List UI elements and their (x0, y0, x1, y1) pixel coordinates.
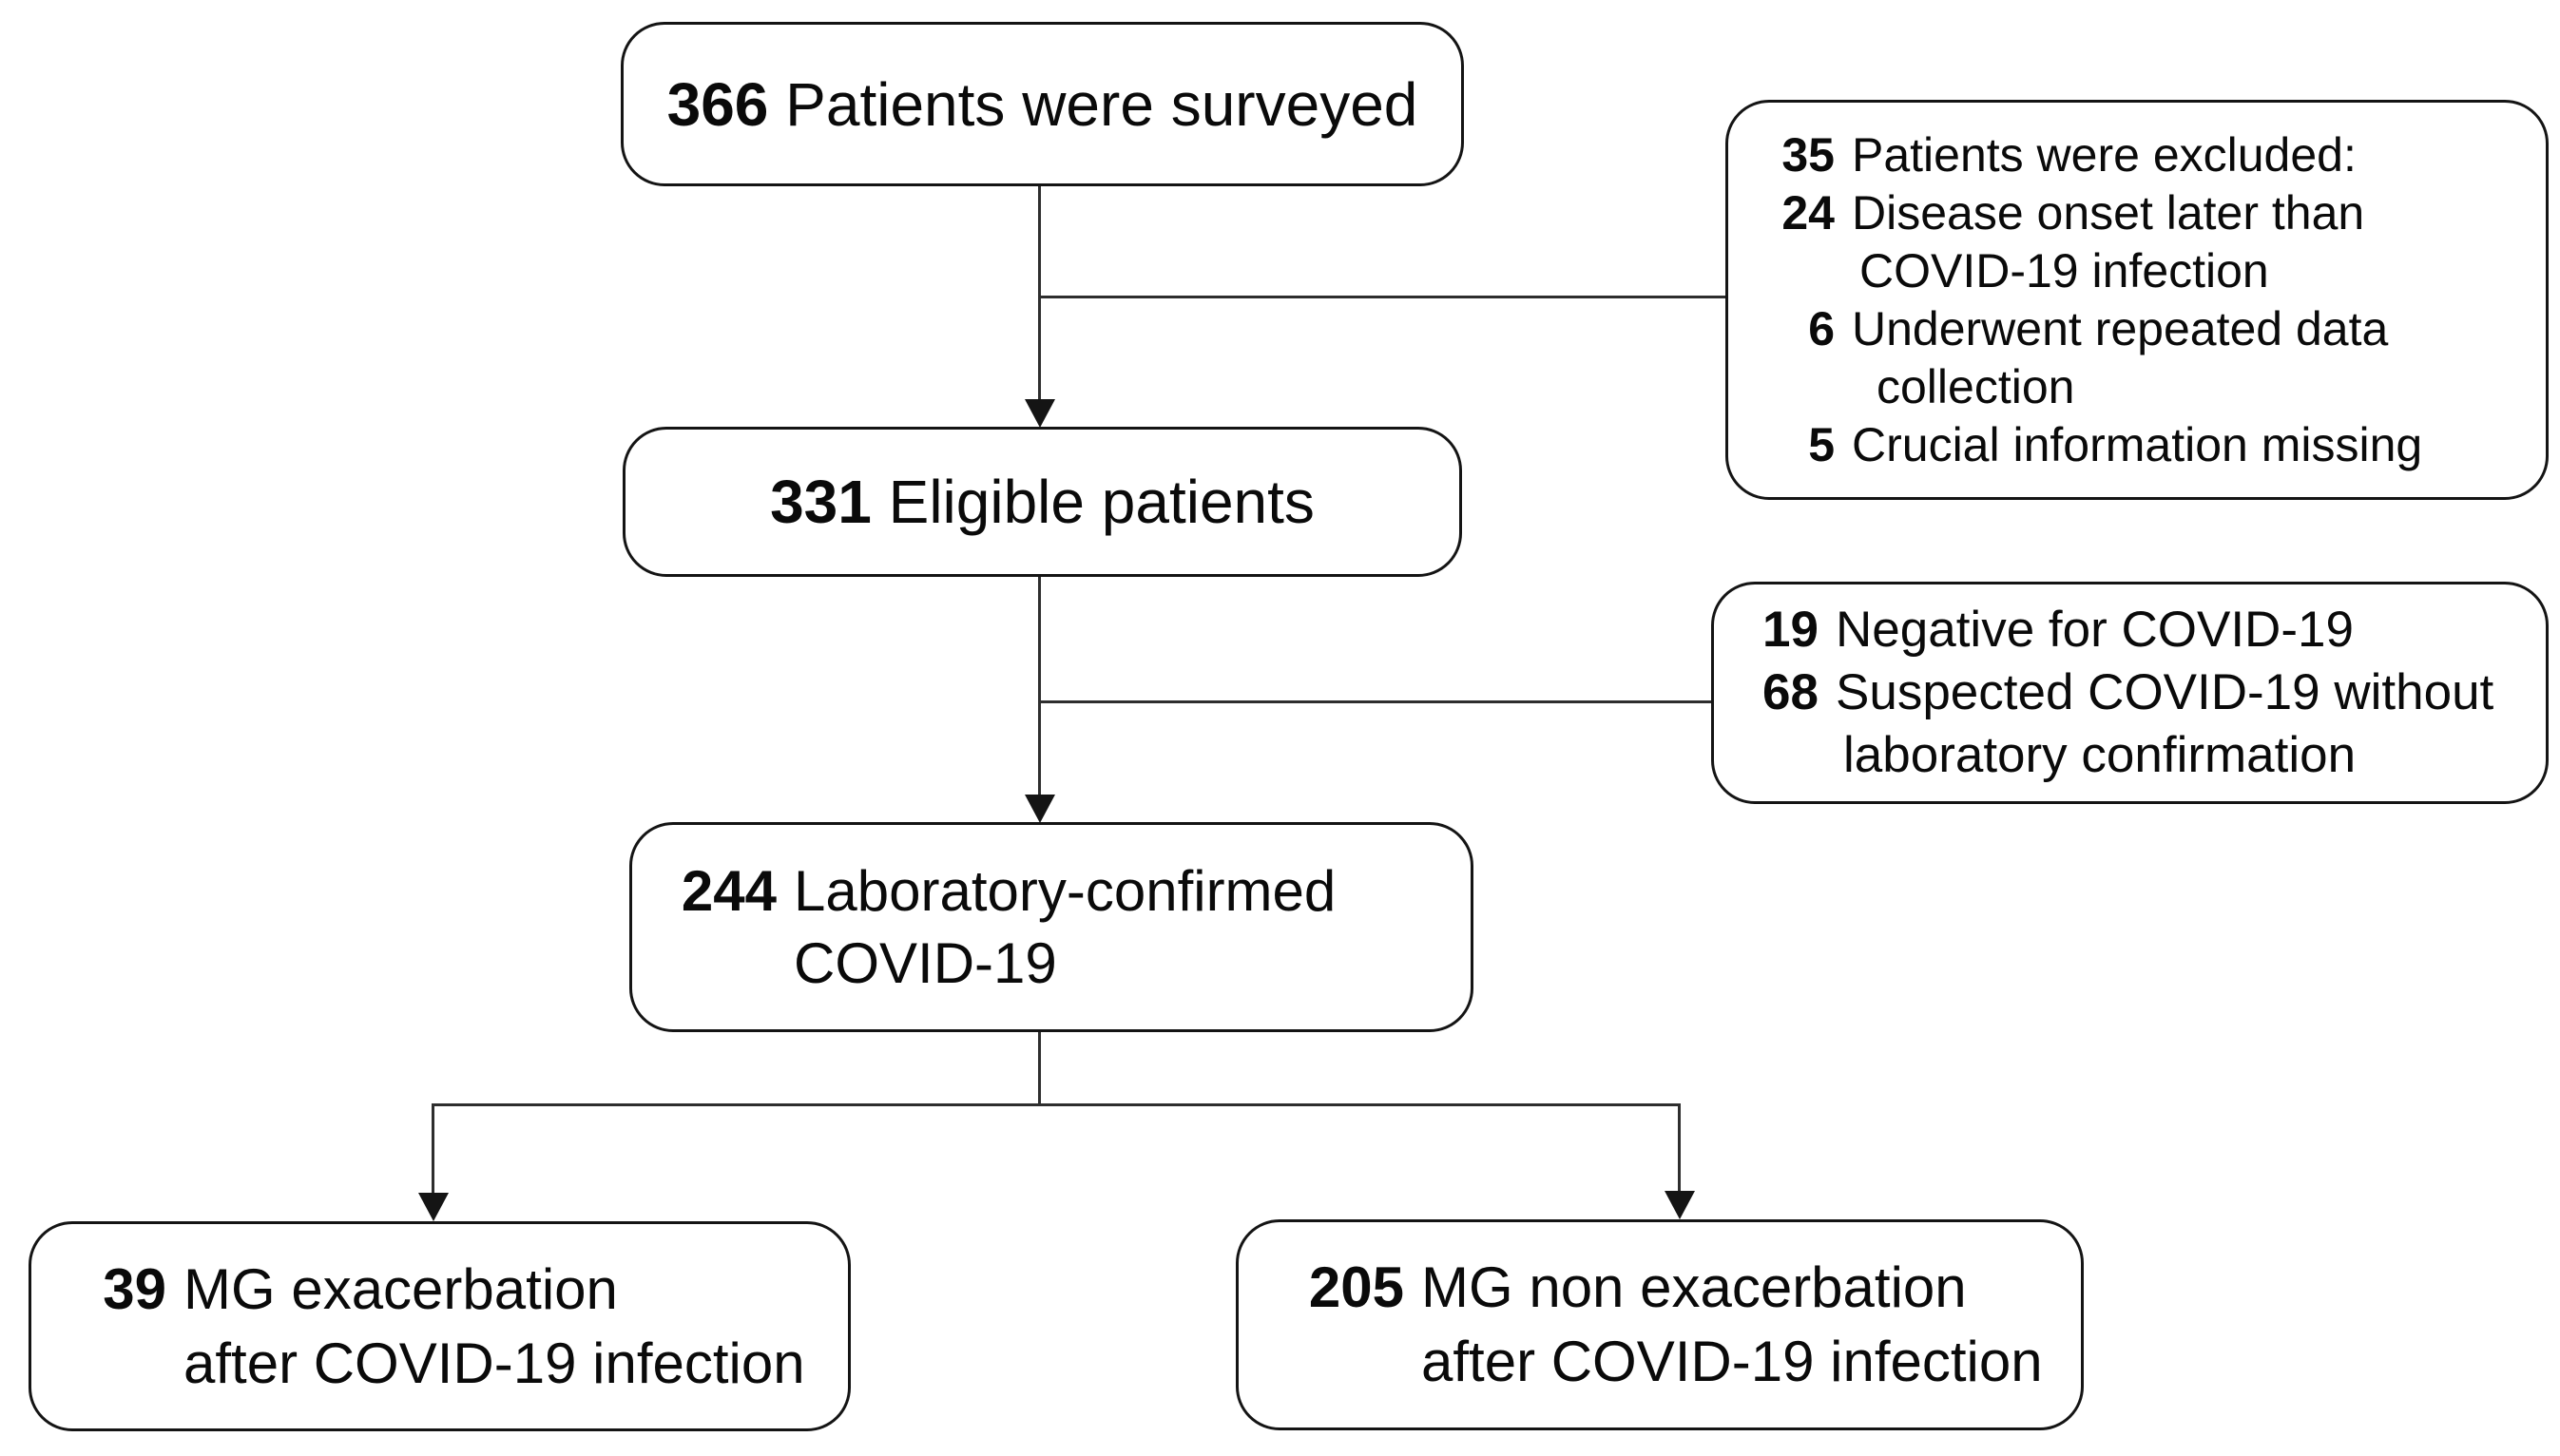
confirmed-rows: 244 Laboratory-confirmed COVID-19 (670, 855, 1336, 1000)
box-patients-surveyed: 366 Patients were surveyed (621, 22, 1464, 186)
excluded-count: 5 (1808, 417, 1835, 471)
box-eligible-patients: 331 Eligible patients (623, 427, 1462, 577)
arrow-down-icon (1025, 795, 1055, 823)
connector-split-to-exacerbation (432, 1103, 434, 1195)
surveyed-count: 366 (666, 69, 769, 139)
exacerbation-label: MG exacerbation (183, 1256, 618, 1321)
excluded-reason: Patients were excluded: (1852, 127, 2357, 182)
arrow-down-icon (1025, 399, 1055, 428)
eligible-count: 331 (770, 468, 872, 536)
suspected-count: 68 (1762, 664, 1819, 720)
excluded-rows: 35 Patients were excluded: 24 Disease on… (1774, 126, 2422, 474)
nonexacerbation-label-cont: after COVID-19 infection (1421, 1330, 2043, 1393)
box-mg-non-exacerbation: 205 MG non exacerbation after COVID-19 i… (1236, 1219, 2084, 1430)
box-patients-surveyed-text: 366 Patients were surveyed (667, 69, 1418, 140)
connector-to-excluded (1039, 296, 1727, 298)
nonexacerbation-label: MG non exacerbation (1421, 1255, 1967, 1319)
suspected-reason: Suspected COVID-19 without (1836, 664, 2494, 720)
negative-reason: Negative for COVID-19 (1836, 602, 2354, 658)
arrow-down-icon (1665, 1191, 1695, 1219)
box-patients-excluded: 35 Patients were excluded: 24 Disease on… (1725, 100, 2549, 500)
surveyed-label: Patients were surveyed (785, 69, 1418, 139)
exacerbation-label-cont: after COVID-19 infection (183, 1331, 805, 1395)
connector-split-to-nonexacerbation (1678, 1103, 1681, 1193)
excluded-count: 35 (1781, 127, 1835, 182)
box-eligible-text: 331 Eligible patients (770, 467, 1315, 537)
exacerbation-rows: 39 MG exacerbation after COVID-19 infect… (90, 1253, 805, 1401)
confirmed-label: Laboratory-confirmed (794, 858, 1337, 923)
nonexacerbation-count: 205 (1308, 1255, 1404, 1319)
arrow-down-icon (418, 1193, 449, 1221)
excluded-reason-cont: collection (1877, 359, 2075, 413)
connector-confirmed-to-split (1038, 1032, 1041, 1106)
suspected-reason-cont: laboratory confirmation (1843, 727, 2357, 783)
connector-split-bar (433, 1103, 1680, 1106)
confirmed-count: 244 (681, 858, 777, 923)
box-mg-exacerbation: 39 MG exacerbation after COVID-19 infect… (29, 1221, 851, 1431)
exacerbation-count: 39 (103, 1256, 166, 1321)
excluded-reason: Disease onset later than (1852, 185, 2365, 239)
connector-to-negative (1039, 700, 1713, 703)
excluded-reason: Crucial information missing (1852, 417, 2423, 471)
excluded-count: 24 (1781, 185, 1835, 239)
connector-eligible-to-confirmed (1038, 577, 1041, 797)
confirmed-label-cont: COVID-19 (794, 930, 1057, 995)
negative-count: 19 (1762, 602, 1819, 658)
excluded-count: 6 (1808, 301, 1835, 355)
excluded-reason-cont: COVID-19 infection (1859, 243, 2269, 297)
negative-rows: 19 Negative for COVID-19 68 Suspected CO… (1756, 599, 2493, 787)
excluded-reason: Underwent repeated data (1852, 301, 2389, 355)
eligible-label: Eligible patients (888, 468, 1315, 536)
box-lab-confirmed: 244 Laboratory-confirmed COVID-19 (629, 822, 1473, 1032)
nonexacerbation-rows: 205 MG non exacerbation after COVID-19 i… (1292, 1251, 2043, 1399)
box-covid-negative: 19 Negative for COVID-19 68 Suspected CO… (1711, 582, 2549, 804)
